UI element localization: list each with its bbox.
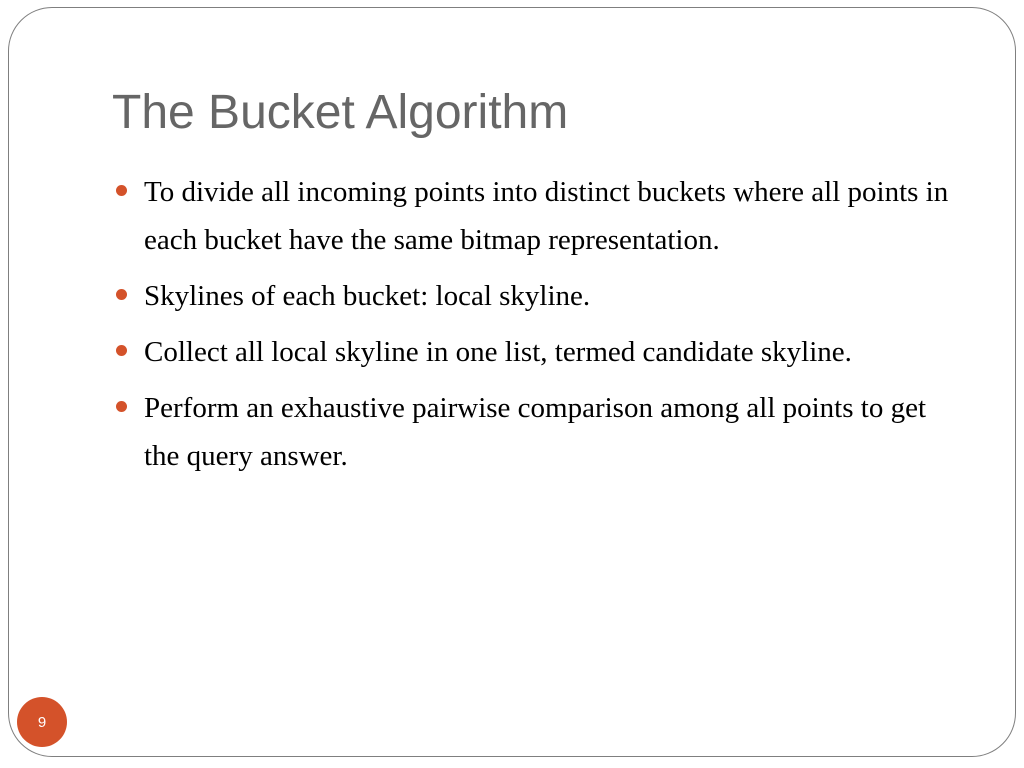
bullet-item: Perform an exhaustive pairwise compariso… xyxy=(114,384,964,480)
slide-title: The Bucket Algorithm xyxy=(112,86,569,139)
bullet-text: To divide all incoming points into disti… xyxy=(144,176,949,256)
bullet-text: Perform an exhaustive pairwise compariso… xyxy=(144,392,927,472)
bullet-item: To divide all incoming points into disti… xyxy=(114,168,964,264)
bullet-list: To divide all incoming points into disti… xyxy=(114,168,964,488)
bullet-dot-icon xyxy=(116,345,127,356)
slide-frame xyxy=(8,7,1016,757)
page-number-badge: 9 xyxy=(17,697,67,747)
bullet-item: Skylines of each bucket: local skyline. xyxy=(114,272,964,320)
bullet-text: Collect all local skyline in one list, t… xyxy=(144,336,852,368)
bullet-text: Skylines of each bucket: local skyline. xyxy=(144,280,591,312)
bullet-dot-icon xyxy=(116,289,127,300)
bullet-dot-icon xyxy=(116,401,127,412)
bullet-item: Collect all local skyline in one list, t… xyxy=(114,328,964,376)
bullet-dot-icon xyxy=(116,185,127,196)
